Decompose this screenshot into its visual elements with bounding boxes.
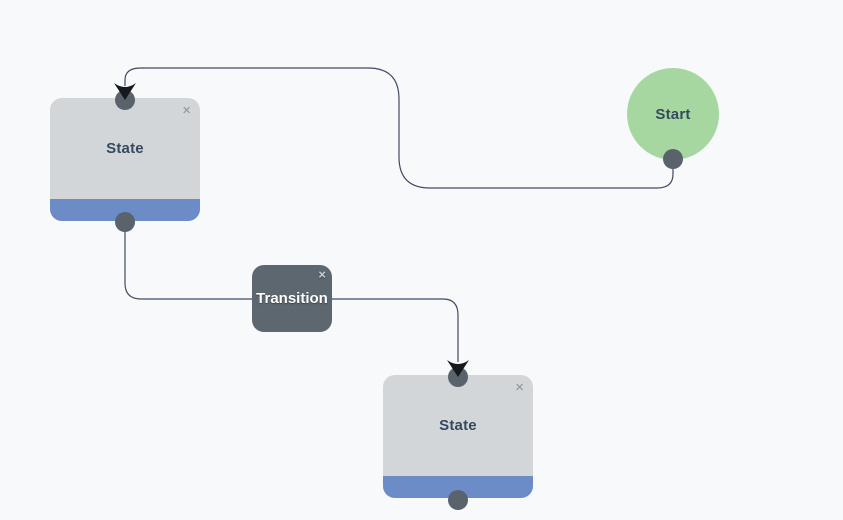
port-state-top-in[interactable] [115, 90, 135, 110]
close-icon[interactable]: × [515, 379, 524, 396]
node-transition-label: Transition [256, 290, 328, 307]
state-accent-bar [383, 476, 533, 498]
node-state-top[interactable]: State × [50, 98, 200, 221]
node-state-top-label: State [106, 140, 144, 157]
node-start[interactable]: Start [627, 68, 719, 160]
port-start-out[interactable] [663, 149, 683, 169]
port-state-bottom-out[interactable] [448, 490, 468, 510]
link-start-to-state-top[interactable] [124, 67, 674, 189]
node-state-bottom[interactable]: State × [383, 375, 533, 498]
node-start-label: Start [655, 105, 691, 123]
port-state-bottom-in[interactable] [448, 367, 468, 387]
node-state-bottom-label: State [439, 417, 477, 434]
close-icon[interactable]: × [182, 102, 191, 119]
port-state-top-out[interactable] [115, 212, 135, 232]
state-accent-bar [50, 199, 200, 221]
node-transition[interactable]: Transition × [252, 265, 332, 332]
close-icon[interactable]: × [318, 267, 326, 282]
